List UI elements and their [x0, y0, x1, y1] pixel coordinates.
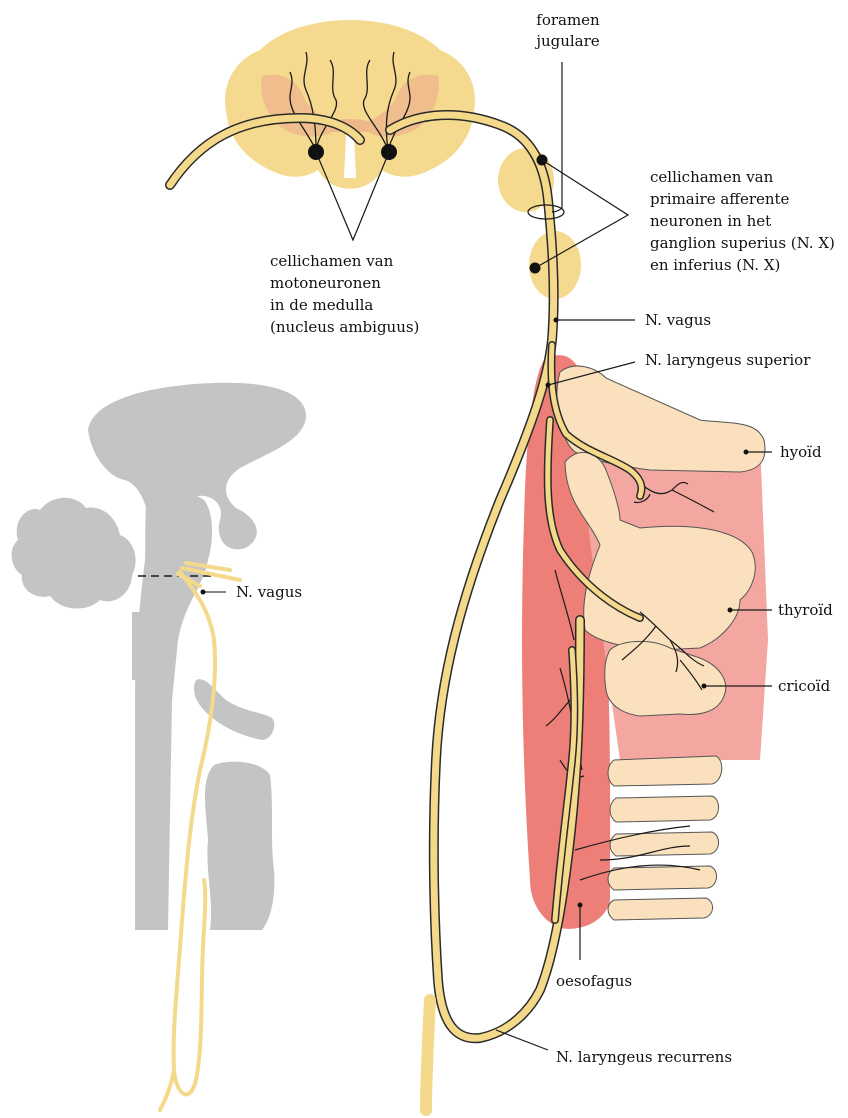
- label-laryngeus-superior: N. laryngeus superior: [645, 351, 811, 369]
- cerebellum: [12, 498, 136, 609]
- label-afferent-line-1: cellichamen van: [650, 168, 774, 186]
- medulla-section: [225, 20, 475, 189]
- label-afferent-line-4: ganglion superius (N. X): [650, 234, 835, 252]
- label-motoneurons-line-2: motoneuronen: [270, 274, 381, 292]
- label-afferent-line-3: neuronen in het: [650, 212, 771, 230]
- label-laryngeus-recurrens: N. laryngeus recurrens: [556, 1048, 732, 1066]
- trachea-rings: [608, 756, 722, 920]
- label-vagus-right: N. vagus: [645, 311, 711, 329]
- label-thyroid: thyroïd: [778, 601, 833, 619]
- medulla-fissure: [344, 135, 356, 178]
- label-vagus-left: N. vagus: [236, 583, 302, 601]
- label-foramen-line-2: jugulare: [534, 32, 599, 50]
- palate-shape: [194, 679, 274, 740]
- label-afferent-line-2: primaire afferente: [650, 190, 790, 208]
- brainstem-lobe: [132, 612, 142, 680]
- label-hyoid: hyoïd: [780, 443, 822, 461]
- label-cricoid: cricoïd: [778, 677, 831, 695]
- label-afferent-line-5: en inferius (N. X): [650, 256, 780, 274]
- label-motoneurons-line-3: in de medulla: [270, 296, 373, 314]
- brainstem: [135, 491, 212, 930]
- larynx-silhouette: [205, 762, 274, 930]
- label-motoneurons-line-4: (nucleus ambiguus): [270, 318, 419, 336]
- brain-silhouette: N. vagus: [12, 383, 306, 1110]
- label-oesofagus: oesofagus: [556, 972, 632, 990]
- label-foramen-line-1: foramen: [536, 11, 600, 29]
- label-motoneurons-line-1: cellichamen van: [270, 252, 394, 270]
- vagus-descending-outline: [426, 1000, 430, 1110]
